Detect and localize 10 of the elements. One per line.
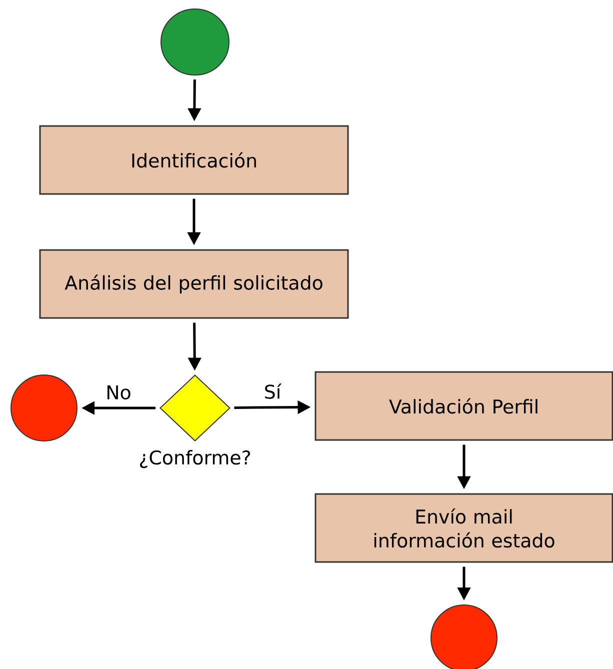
process-box: Análisis del perfil solicitado <box>39 249 349 319</box>
edge-label: Sí <box>265 384 282 399</box>
end-circle <box>430 604 498 669</box>
process-box: Validación Perfil <box>314 371 613 441</box>
end-circle <box>10 374 78 442</box>
process-box: Envío mail información estado <box>314 493 613 563</box>
node-caption: ¿Conforme? <box>140 450 250 468</box>
edge-label: No <box>108 385 130 400</box>
start-circle <box>160 8 230 76</box>
process-box: Identificación <box>39 125 349 195</box>
